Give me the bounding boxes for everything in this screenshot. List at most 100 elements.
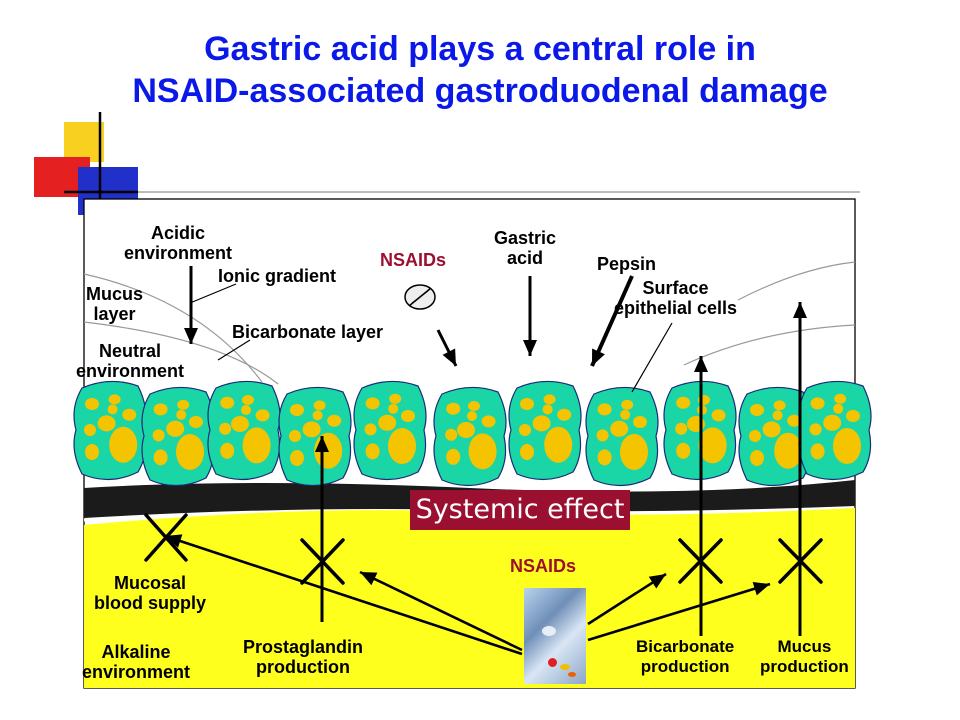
arrows	[164, 266, 807, 656]
arrow-head	[360, 572, 378, 586]
cell-nucleus	[241, 405, 251, 415]
cell-nucleus	[153, 403, 168, 416]
cell-nucleus	[401, 410, 415, 422]
cell-nucleus	[809, 423, 822, 436]
cell-nucleus	[772, 410, 783, 421]
block-x-icon	[300, 538, 345, 585]
cell-nucleus	[388, 428, 416, 464]
cell-nucleus	[365, 443, 380, 460]
arrow-head	[442, 348, 456, 366]
cell-nucleus	[289, 430, 301, 442]
prostaglandin-production-text: Prostaglandin production	[243, 637, 364, 677]
cell-nucleus	[833, 428, 861, 464]
cell-nucleus	[481, 415, 496, 428]
cell-nucleus	[85, 444, 99, 460]
cell-nucleus	[108, 394, 121, 405]
arrow-icon	[164, 534, 523, 656]
cell-nucleus	[364, 423, 377, 436]
cell-nucleus	[290, 404, 304, 416]
mucus-layer-text: Mucus layer	[86, 284, 144, 324]
label-prostaglandin-production: Prostaglandin production	[243, 637, 363, 677]
label-alkaline-environment: Alkaline environment	[82, 642, 190, 682]
cell-nucleus	[446, 402, 461, 415]
cell-nucleus	[457, 422, 475, 438]
cell-nucleus	[810, 397, 825, 410]
cell-nucleus	[774, 432, 803, 469]
cell-nucleus	[773, 400, 786, 411]
cell-nucleus	[313, 400, 326, 411]
systemic-effect-banner: Systemic effect	[410, 490, 630, 530]
cell-nucleus	[597, 449, 612, 466]
cell-nucleus	[468, 401, 480, 411]
cell-nucleus	[557, 408, 572, 421]
cell-nucleus	[219, 422, 232, 435]
cell-nucleus	[255, 409, 270, 422]
label-acidic-environment: Acidic environment	[124, 223, 232, 263]
title-line-2: NSAID-associated gastroduodenal damage	[132, 72, 828, 110]
cell-nucleus	[520, 398, 534, 410]
label-mucus-layer: Mucus layer	[86, 284, 143, 324]
cell-nucleus	[122, 408, 137, 421]
cell-nucleus	[467, 411, 477, 421]
cell-nucleus	[152, 429, 165, 442]
cell-nucleus	[610, 420, 629, 437]
cell-nucleus	[750, 450, 764, 466]
arrow-head	[165, 534, 183, 548]
neutral-environment-text: Neutral environment	[76, 341, 185, 381]
label-bicarbonate-layer: Bicarbonate layer	[232, 322, 384, 342]
cell-nucleus	[621, 399, 634, 410]
arrow-head	[648, 574, 666, 589]
page-title: Gastric acid plays a central role in NSA…	[0, 28, 960, 112]
cell-nucleus	[750, 404, 764, 416]
pill-icon	[404, 284, 436, 310]
cell-nucleus	[388, 403, 399, 414]
cell-nucleus	[762, 421, 781, 438]
label-ionic-gradient: Ionic gradient	[218, 266, 337, 286]
label-mucus-production: Mucus production	[760, 637, 849, 677]
surface-epithelial-cells-text: Surface epithelial cells	[614, 278, 738, 318]
mucus-production-text: Mucus production	[760, 637, 849, 676]
cell-nucleus	[597, 403, 612, 416]
cell-nucleus	[620, 409, 631, 420]
label-gastric-acid: Gastric acid	[494, 228, 556, 268]
cell-nucleus	[810, 443, 825, 460]
block-x-icon	[778, 538, 823, 584]
cell-nucleus	[676, 396, 691, 409]
cell-nucleus	[833, 403, 844, 414]
arrow-icon	[587, 582, 771, 642]
cell-nucleus	[445, 428, 458, 441]
cell-nucleus	[166, 420, 185, 437]
cell-nucleus	[290, 450, 304, 466]
gastric-acid-text: Gastric acid	[494, 228, 557, 268]
cell-nucleus	[834, 393, 847, 404]
label-bicarbonate-production: Bicarbonate production	[636, 637, 734, 677]
cell-nucleus	[520, 444, 534, 460]
cell-nucleus	[676, 442, 691, 459]
cell-nucleus	[846, 410, 860, 422]
cell-nucleus	[532, 415, 551, 432]
pill-dot	[568, 672, 576, 677]
cell-nucleus	[109, 426, 138, 463]
cell-nucleus	[189, 416, 203, 428]
epithelial-cells	[73, 380, 872, 487]
cell-nucleus	[176, 409, 187, 420]
cell-nucleus	[84, 424, 96, 436]
cell-nucleus	[220, 442, 235, 459]
cell-nucleus	[711, 409, 726, 422]
acidic-environment-text: Acidic environment	[124, 223, 233, 263]
arrow-head	[793, 302, 807, 318]
arrow-icon	[590, 275, 634, 367]
cell-nucleus	[153, 449, 168, 466]
cell-nucleus	[749, 430, 761, 442]
cell-nucleus	[312, 410, 323, 421]
cell-nucleus	[378, 414, 397, 431]
pill-dot	[560, 664, 570, 670]
cell-nucleus	[446, 448, 461, 465]
arrow-head	[694, 356, 708, 372]
label-surface-epithelial-cells: Surface epithelial cells	[614, 278, 737, 318]
label-neutral-environment: Neutral environment	[76, 341, 184, 381]
cell-nucleus	[97, 415, 116, 432]
block-x-icon	[678, 538, 723, 584]
label-pepsin: Pepsin	[597, 254, 657, 274]
